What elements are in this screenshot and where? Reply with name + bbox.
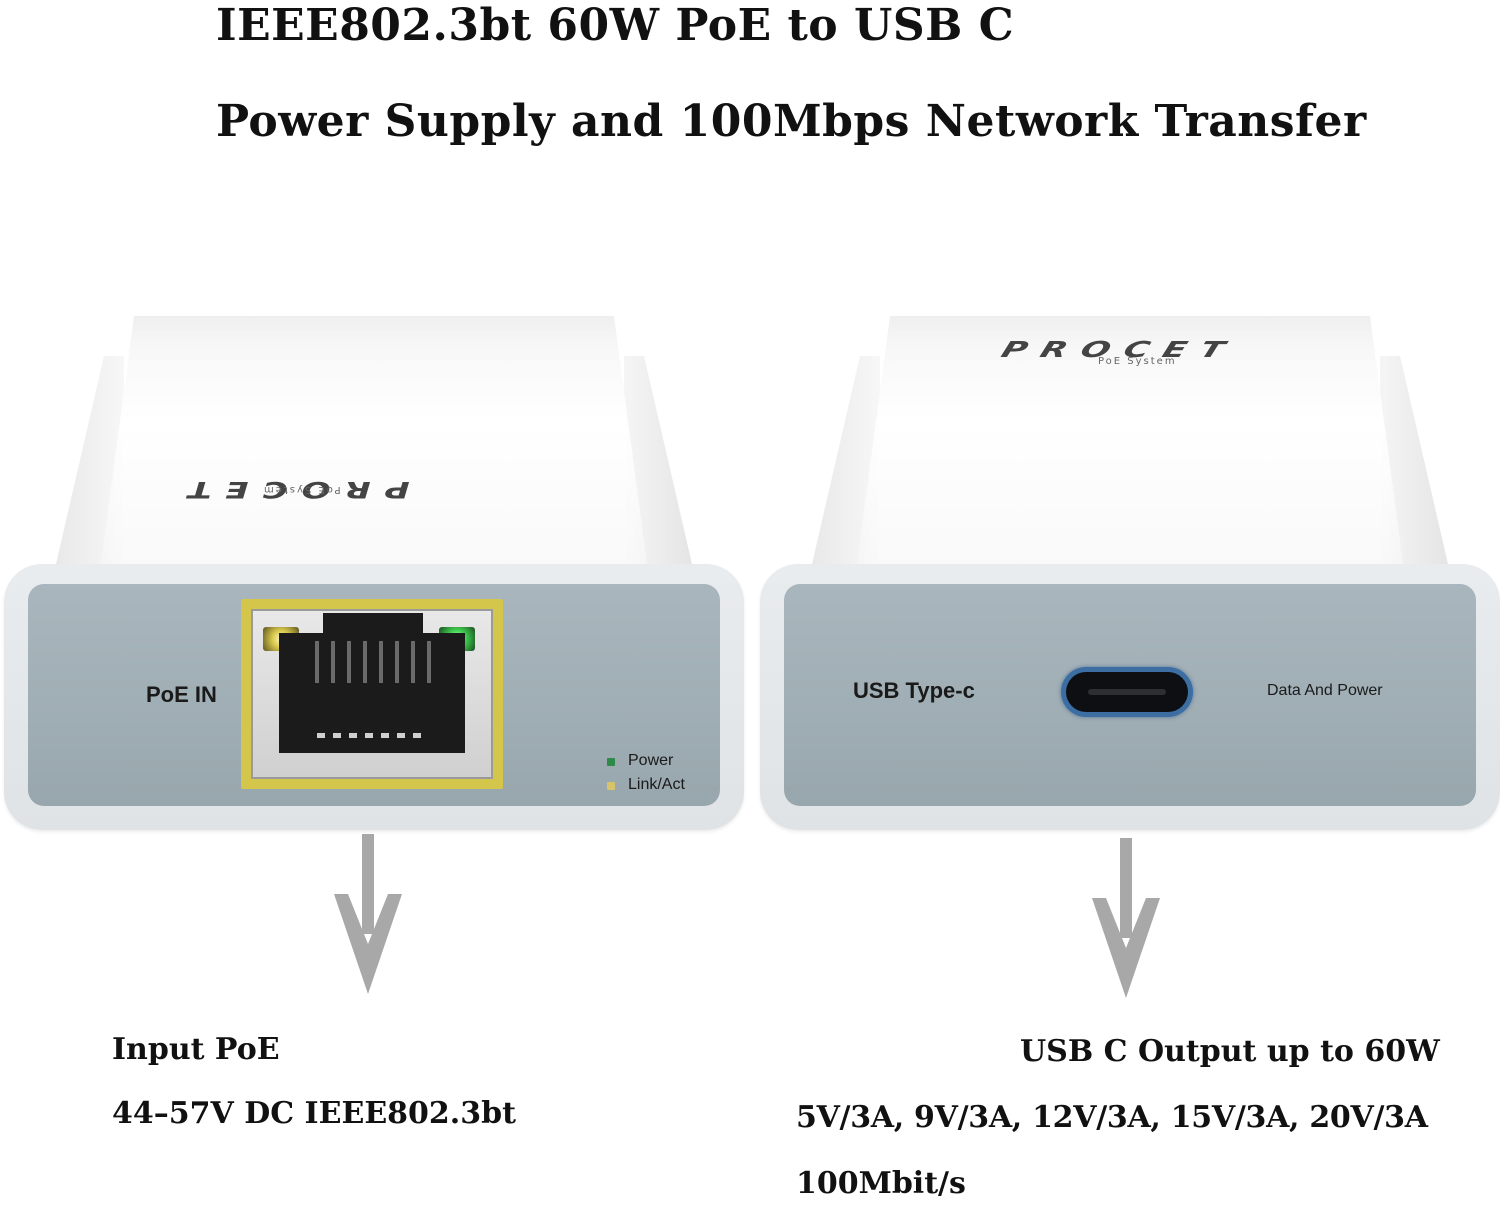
usb-c-port[interactable] [1061,667,1193,717]
brand-subtitle: PoE System [1098,356,1177,367]
usb-c-opening [1066,672,1188,712]
usbc-output-profiles: 5V/3A, 9V/3A, 12V/3A, 15V/3A, 20V/3A [796,1100,1428,1135]
power-led-indicator-icon [607,758,615,766]
poe-in-label: PoE IN [146,682,217,707]
left-arrow-down-icon [334,834,402,998]
rj45-port[interactable] [241,599,503,789]
power-led-label: Power [628,752,674,769]
input-poe-label: Input PoE [112,1032,280,1067]
usb-type-c-label: USB Type-c [853,678,975,703]
brand-subtitle: PoE System [262,484,341,495]
usb-c-tongue [1088,689,1166,695]
usbc-output-label: USB C Output up to 60W [1020,1034,1440,1069]
right-arrow-down-icon [1092,838,1160,1002]
network-speed-spec: 100Mbit/s [796,1166,966,1201]
rj45-opening [279,633,465,753]
data-and-power-label: Data And Power [1267,682,1383,699]
headline-line-2: Power Supply and 100Mbps Network Transfe… [216,96,1367,147]
usbc-output-device: PROCET PoE System USB Type-c Data And Po… [760,316,1500,836]
rj45-jack [251,609,493,779]
input-voltage-spec: 44–57V DC IEEE802.3bt [112,1096,516,1131]
headline-line-1: IEEE802.3bt 60W PoE to USB C [216,0,1015,51]
link-led-indicator-icon [607,782,615,790]
link-act-led-label: Link/Act [628,776,685,793]
